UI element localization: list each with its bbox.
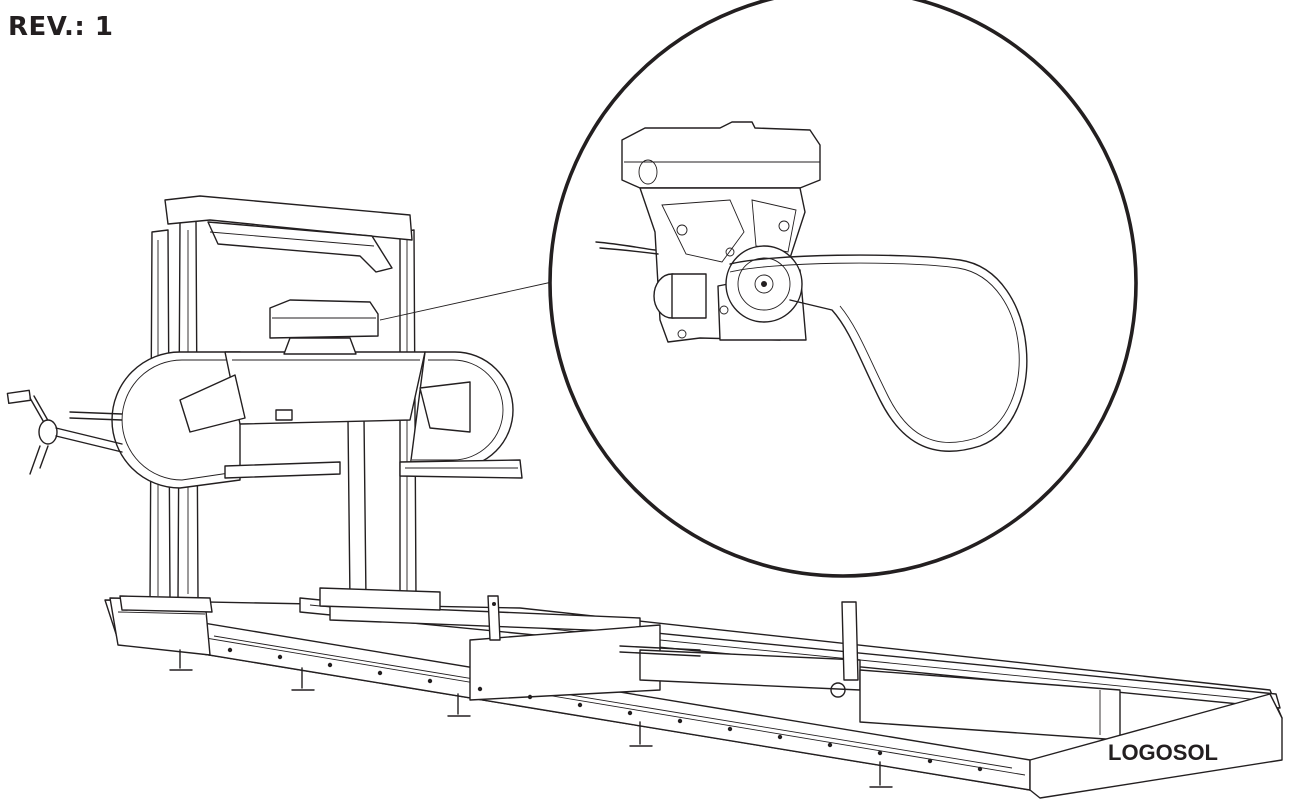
revision-label: REV.: 1 <box>8 12 114 42</box>
detail-magnifier <box>548 0 1138 578</box>
engine <box>269 299 379 355</box>
drive-belt <box>729 254 1028 452</box>
crank-handle <box>6 389 123 475</box>
leader-line <box>379 281 553 321</box>
sawmill-frame: LOGOSOL <box>104 595 1283 799</box>
brand-plate: LOGOSOL <box>1108 740 1218 765</box>
band-saw-head <box>111 351 523 489</box>
